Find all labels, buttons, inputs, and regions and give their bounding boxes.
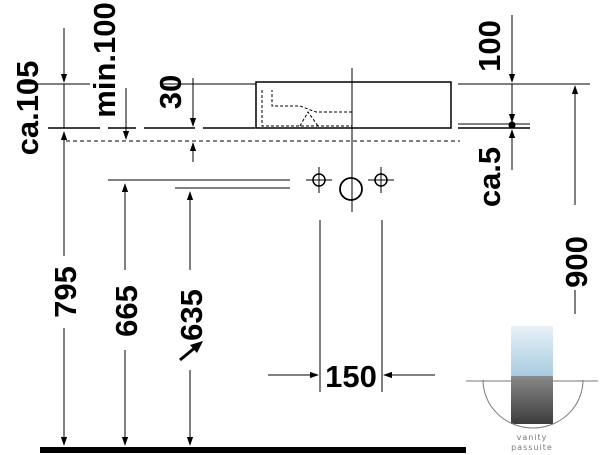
dim-ca105-label: ca.105: [10, 61, 45, 156]
dim-150-lines: [268, 220, 435, 392]
brand-logo-text-line1: vanity: [517, 433, 548, 442]
reference-dot: [508, 121, 516, 129]
dim-665-label: 665: [109, 285, 144, 337]
drain-hole: [340, 178, 362, 200]
dim-150-label: 150: [325, 359, 377, 394]
dim-635-label: 635: [174, 289, 209, 341]
dim-ca5-label: ca.5: [472, 147, 507, 207]
tap-hole-right: [368, 167, 394, 193]
dim-100-label: 100: [472, 20, 507, 72]
pointer-arrow-icon: [180, 341, 203, 360]
dim-900-label: 900: [559, 236, 594, 288]
brand-logo-text-line2: passuite: [511, 443, 553, 452]
dim-30-label: 30: [153, 75, 188, 109]
brand-logo-base: [511, 376, 553, 424]
floor-line: [40, 447, 470, 453]
washbasin: [256, 82, 451, 128]
brand-logo-water: [511, 326, 553, 376]
brand-logo: vanity passuite: [466, 316, 600, 455]
dim-min100-label: min.100: [87, 2, 122, 117]
tap-hole-left: [306, 167, 332, 193]
dim-795-label: 795: [48, 266, 83, 318]
brand-logo-bowl-arc: [483, 380, 583, 428]
